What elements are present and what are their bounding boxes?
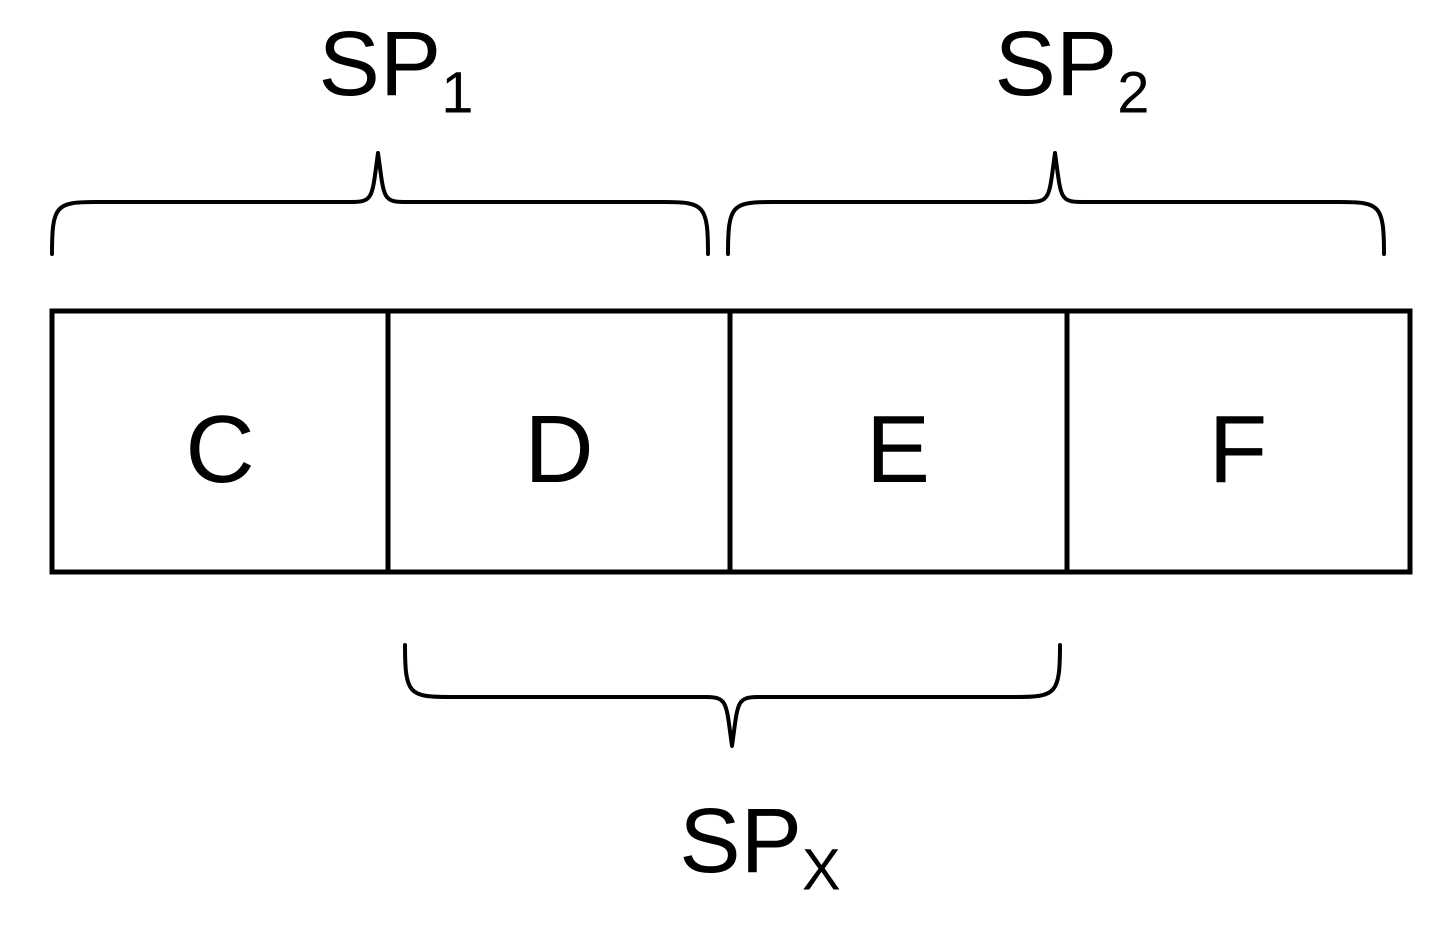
label-sp2: SP2	[995, 18, 1150, 123]
label-spx: SPX	[679, 795, 840, 900]
label-sp2-subscript: 2	[1117, 61, 1150, 126]
brace-spx	[403, 643, 1062, 748]
label-sp1-subscript: 1	[441, 61, 474, 126]
cell-letter-e: E	[865, 396, 931, 503]
label-spx-subscript: X	[802, 838, 841, 903]
label-spx-base: SP	[679, 790, 803, 892]
brace-sp1	[50, 151, 710, 256]
brace-sp2	[726, 151, 1386, 256]
label-sp2-base: SP	[994, 13, 1118, 115]
cell-letter-f: F	[1208, 396, 1268, 503]
cell-letter-d: D	[524, 396, 594, 503]
label-sp1-base: SP	[318, 13, 442, 115]
label-sp1: SP1	[319, 18, 474, 123]
cell-letter-c: C	[185, 396, 255, 503]
